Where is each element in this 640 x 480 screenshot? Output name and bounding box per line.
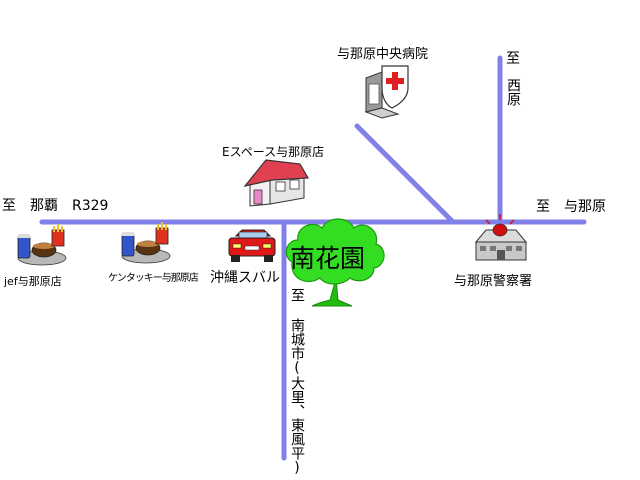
hospital-icon xyxy=(364,65,409,119)
road-diagonal-to-hospital xyxy=(354,123,456,225)
car-icon xyxy=(228,229,276,262)
fast-food-icon xyxy=(121,222,171,264)
espace-label: Eスペース与那原店 xyxy=(222,145,325,159)
road-label-to-nanjo: 至 南城市(大里、東風平) xyxy=(289,288,305,476)
subaru-label: 沖縄スバル xyxy=(210,270,280,286)
house-icon xyxy=(243,159,310,207)
police-label: 与那原警察署 xyxy=(454,274,533,289)
kfc-label: ケンタッキー与那原店 xyxy=(108,273,199,284)
road-label-to-nishihara-prefix: 至 xyxy=(506,51,520,67)
jef-label: jef与那原店 xyxy=(4,275,62,288)
road-label-to-nishihara: 西原 xyxy=(505,78,521,106)
hospital-label: 与那原中央病院 xyxy=(337,47,429,62)
fast-food-icon xyxy=(17,224,67,266)
police-station-icon xyxy=(474,214,528,261)
roads xyxy=(39,55,587,461)
nankaen-label: 南花園 xyxy=(290,244,366,273)
road-label-to-yonabaru: 至 与那原 xyxy=(536,199,606,215)
tree-icon xyxy=(285,218,385,307)
road-label-to-naha: 至 那覇 R329 xyxy=(2,198,109,214)
